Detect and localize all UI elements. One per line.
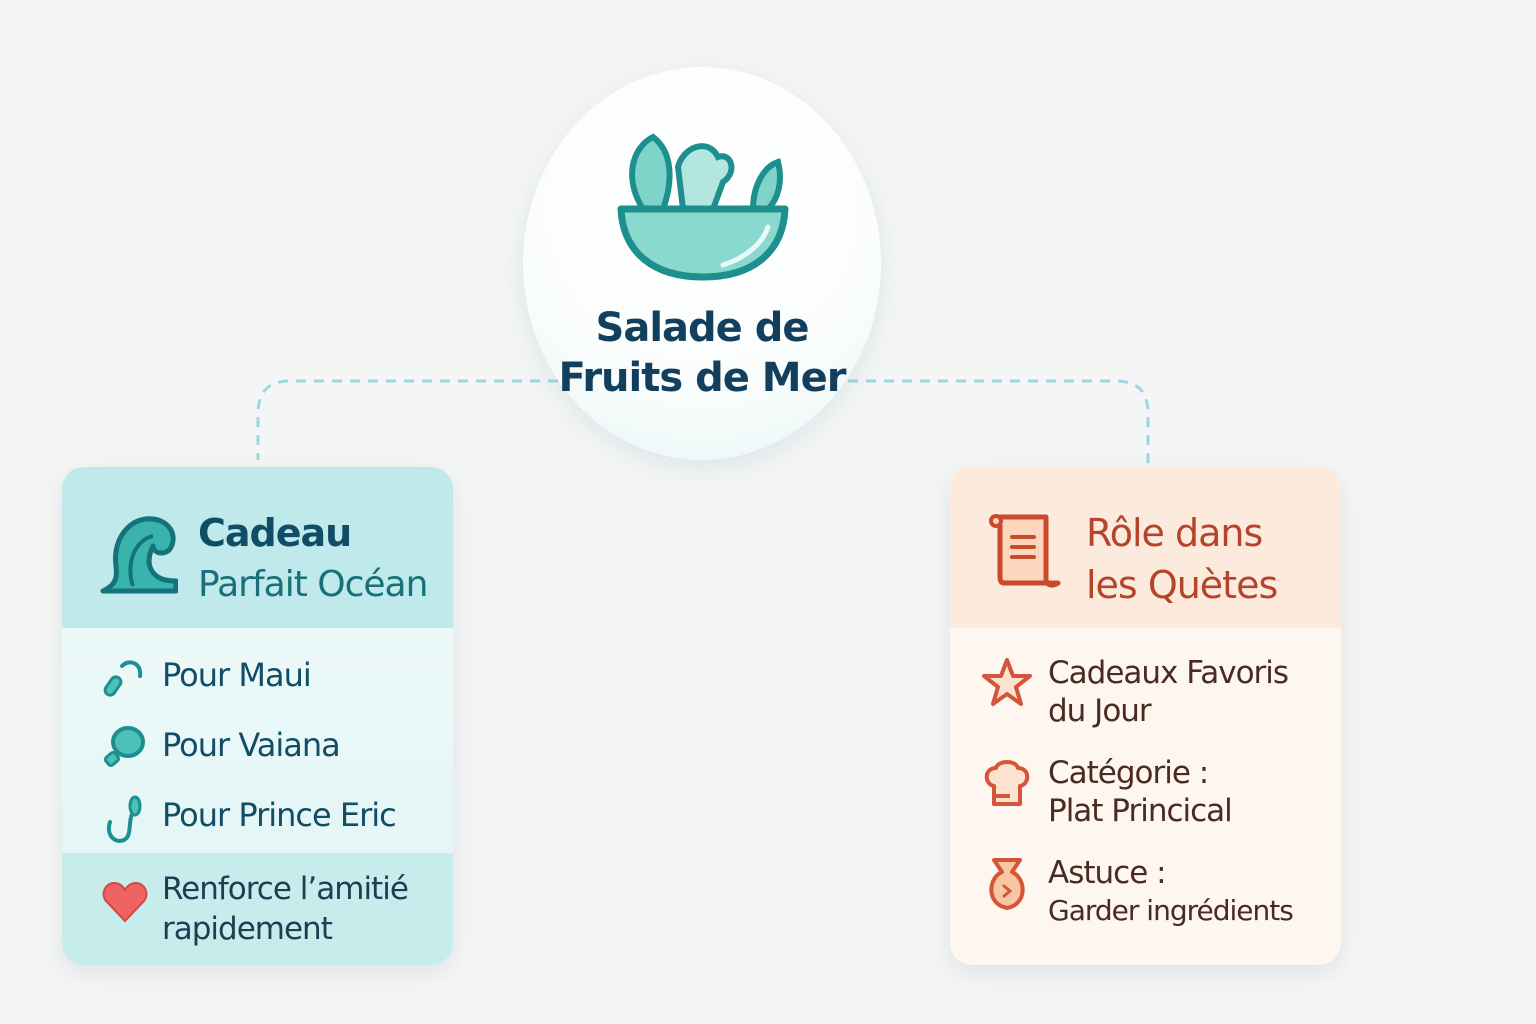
list-item: Pour Prince Eric bbox=[62, 786, 453, 856]
center-title-line2: Fruits de Mer bbox=[558, 355, 847, 401]
list-item: Catégorie : Plat Princical bbox=[950, 750, 1341, 850]
shell-icon bbox=[103, 726, 145, 767]
gift-card-title: Cadeau Parfait Océan bbox=[198, 507, 428, 611]
recipient-label: Pour Maui bbox=[162, 656, 312, 694]
center-title-line1: Salade de bbox=[595, 305, 810, 351]
quest-item-line1: Catégorie : bbox=[1048, 755, 1209, 791]
quest-item-line2: Garder ingrédients bbox=[1048, 894, 1294, 927]
recipient-label: Pour Vaiana bbox=[162, 726, 341, 764]
star-icon bbox=[982, 658, 1032, 706]
quest-role-title: Rôle dans les Quètes bbox=[1086, 507, 1278, 611]
salad-bowl-icon bbox=[617, 133, 789, 281]
list-item: Pour Maui bbox=[62, 646, 453, 716]
center-title: Salade de Fruits de Mer bbox=[523, 303, 881, 403]
friendship-line1: Renforce l’amitié bbox=[162, 871, 409, 907]
recipient-label: Pour Prince Eric bbox=[162, 796, 397, 834]
pouch-icon bbox=[989, 858, 1025, 910]
wave-icon bbox=[100, 516, 178, 594]
anchor-hook-icon bbox=[107, 795, 142, 843]
quest-item-text: Cadeaux Favoris du Jour bbox=[1048, 654, 1289, 730]
recipient-list: Pour Maui Pour Vaiana Pour Prince Eric bbox=[62, 628, 453, 853]
quest-role-list: Cadeaux Favoris du Jour Catégorie : Plat… bbox=[950, 628, 1341, 950]
quest-role-card: Rôle dans les Quètes Cadeaux Favoris du … bbox=[950, 467, 1341, 965]
quest-role-header: Rôle dans les Quètes bbox=[950, 467, 1341, 628]
gift-card: Cadeau Parfait Océan Pour Maui Pour Vaia… bbox=[62, 467, 453, 965]
friendship-line2: rapidement bbox=[162, 911, 333, 947]
scroll-icon bbox=[989, 514, 1061, 588]
gift-card-title-line1: Cadeau bbox=[198, 511, 352, 555]
quest-item-line2: Plat Princical bbox=[1048, 793, 1233, 829]
quest-item-line2: du Jour bbox=[1048, 693, 1152, 729]
chef-hat-icon bbox=[984, 760, 1030, 806]
list-item: Pour Vaiana bbox=[62, 716, 453, 786]
quest-role-title-line2: les Quètes bbox=[1086, 563, 1278, 607]
quest-role-title-line1: Rôle dans bbox=[1086, 511, 1263, 555]
fishhook-icon bbox=[103, 660, 143, 697]
friendship-note: Renforce l’amitié rapidement bbox=[62, 853, 453, 965]
list-item: Cadeaux Favoris du Jour bbox=[950, 650, 1341, 750]
gift-card-header: Cadeau Parfait Océan bbox=[62, 467, 453, 628]
gift-card-title-line2: Parfait Océan bbox=[198, 564, 428, 605]
quest-item-text: Astuce : Garder ingrédients bbox=[1048, 854, 1294, 930]
center-node: Salade de Fruits de Mer bbox=[523, 67, 881, 460]
friendship-text: Renforce l’amitié rapidement bbox=[162, 869, 409, 949]
quest-item-line1: Cadeaux Favoris bbox=[1048, 655, 1289, 691]
quest-item-text: Catégorie : Plat Princical bbox=[1048, 754, 1233, 830]
heart-icon bbox=[102, 881, 148, 923]
list-item: Astuce : Garder ingrédients bbox=[950, 850, 1341, 950]
quest-item-line1: Astuce : bbox=[1048, 855, 1167, 891]
